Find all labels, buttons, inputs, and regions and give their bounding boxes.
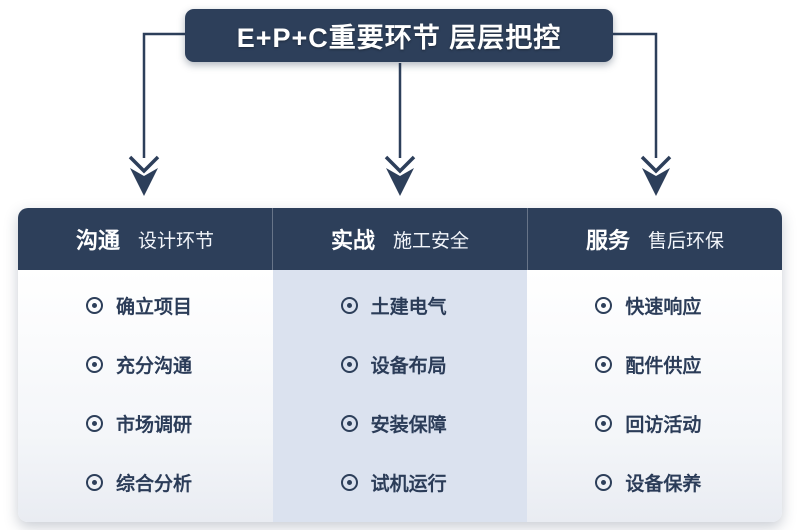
list-item-label: 试机运行 <box>370 474 447 495</box>
list-item-label: 配件供应 <box>625 356 702 377</box>
bullet-icon <box>86 474 103 491</box>
bullet-icon <box>340 356 358 373</box>
bullet-icon <box>595 356 613 373</box>
list-item: 充分沟通 <box>18 335 273 394</box>
list-item: 安装保障 <box>273 394 528 453</box>
bullet-icon <box>595 415 613 432</box>
list-item-label: 市场调研 <box>116 415 193 436</box>
column-header-shizhan: 实战 施工安全 <box>272 208 527 270</box>
column-title: 服务 <box>585 228 630 253</box>
list-item: 配件供应 <box>527 335 782 394</box>
column-subtitle: 设计环节 <box>138 230 215 252</box>
list-item: 确立项目 <box>18 276 273 335</box>
list-item: 设备保养 <box>527 453 782 512</box>
column-title: 沟通 <box>75 228 120 253</box>
title-banner: E+P+C重要环节 层层把控 <box>185 9 613 62</box>
bullet-icon <box>340 474 358 491</box>
arrow-center <box>384 63 416 196</box>
list-item: 快速响应 <box>527 276 782 335</box>
banner-title: E+P+C重要环节 层层把控 <box>236 23 562 53</box>
list-item: 土建电气 <box>273 276 528 335</box>
bullet-icon <box>86 356 103 373</box>
list-item: 综合分析 <box>18 453 273 512</box>
list-item-label: 回访活动 <box>625 415 702 436</box>
column-header-goutong: 沟通 设计环节 <box>18 208 272 270</box>
panel-body: 确立项目 充分沟通 市场调研 综合分析 土建电气 <box>18 270 782 522</box>
bullet-icon <box>86 415 103 432</box>
list-item: 试机运行 <box>273 453 528 512</box>
list-item-label: 充分沟通 <box>116 356 193 377</box>
list-item-label: 快速响应 <box>625 297 702 318</box>
column-title: 实战 <box>330 228 375 253</box>
connector-arrows <box>128 32 672 196</box>
list-item-label: 设备保养 <box>625 474 702 495</box>
bullet-icon <box>340 297 358 314</box>
arrow-right <box>612 32 672 196</box>
panel-header: 沟通 设计环节 实战 施工安全 服务 售后环保 <box>18 208 782 270</box>
list-item: 回访活动 <box>527 394 782 453</box>
column-subtitle: 施工安全 <box>393 230 470 252</box>
bullet-icon <box>86 297 103 314</box>
column-body-goutong: 确立项目 充分沟通 市场调研 综合分析 <box>18 270 273 522</box>
column-body-shizhan: 土建电气 设备布局 安装保障 试机运行 <box>272 270 528 522</box>
column-header-fuwu: 服务 售后环保 <box>527 208 782 270</box>
list-item: 市场调研 <box>18 394 273 453</box>
column-subtitle: 售后环保 <box>648 230 725 252</box>
list-item-label: 确立项目 <box>116 297 193 318</box>
bullet-icon <box>595 297 613 314</box>
column-body-fuwu: 快速响应 配件供应 回访活动 设备保养 <box>527 270 782 522</box>
list-item-label: 安装保障 <box>370 415 447 436</box>
list-item-label: 综合分析 <box>116 474 193 495</box>
bullet-icon <box>595 474 613 491</box>
arrow-left <box>128 32 186 196</box>
list-item: 设备布局 <box>273 335 528 394</box>
bullet-icon <box>340 415 358 432</box>
list-item-label: 设备布局 <box>370 356 447 377</box>
list-item-label: 土建电气 <box>370 297 447 318</box>
content-panel: 沟通 设计环节 实战 施工安全 服务 售后环保 确立项目 充分沟通 <box>18 208 782 522</box>
